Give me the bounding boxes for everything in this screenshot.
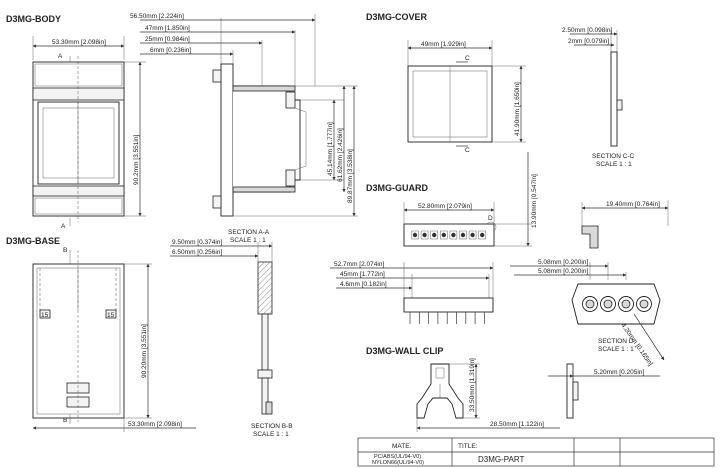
section-cc-caption: SECTION C-C — [592, 153, 635, 160]
wallclip-title: D3MG-WALL CLIP — [366, 346, 443, 356]
cover-front-view: 49mm [1.929in] C C 41.90mm [1.650in] — [407, 40, 526, 154]
guard-terminal-hole — [470, 232, 475, 238]
title-value: D3MG-PART — [478, 455, 524, 464]
base-num-right: 15 — [107, 312, 115, 319]
guard-terminal-slot — [468, 230, 477, 240]
section-bb-scale: SCALE 1 : 1 — [253, 431, 289, 438]
side-4514-dim: 45.14mm [1.777in] — [327, 122, 334, 176]
section-d-scale: SCALE 1 : 1 — [598, 346, 634, 353]
base-9020-dim: 90.20mm [3.551in] — [141, 324, 148, 378]
side-565-dim: 56.50mm [2.224in] — [130, 13, 184, 20]
cover-2-dim: 2mm [0.079in] — [568, 38, 609, 45]
base-title: D3MG-BASE — [6, 236, 60, 246]
guard-terminal-hole — [422, 232, 427, 238]
guard-527-dim: 52.7mm [2.074in] — [334, 261, 384, 268]
guard-terminal-slot — [420, 230, 429, 240]
section-bb-caption: SECTION B-B — [251, 423, 293, 430]
clip-520-dim: 5.20mm [0.205in] — [594, 369, 644, 376]
base-950-dim: 9.50mm [0.374in] — [172, 239, 222, 246]
guard-terminal-slot — [411, 230, 419, 240]
guard-terminal-hole — [412, 232, 418, 238]
guard-section-d: 5.08mm [0.200in] 5.08mm [0.200in] 4.20mm… — [510, 259, 665, 367]
section-d-hole-inner — [585, 299, 595, 309]
mate-line-2: NYLON66(UL/94-V0) — [372, 460, 424, 466]
section-b-bottom-label: B — [63, 417, 67, 424]
guard-508b-dim: 5.08mm [0.200in] — [538, 268, 588, 275]
clip-2850-dim: 28.50mm [1.122in] — [490, 421, 544, 428]
base-front-view: B 15 15 B 90.20mm [3.551in] 53.30mm [2.0… — [32, 247, 196, 432]
body-height-dim: 90.2mm [3.551in] — [133, 135, 140, 185]
side-6-dim: 6mm [0.236in] — [150, 47, 191, 54]
guard-5280-dim: 52.80mm [2.079in] — [418, 203, 472, 210]
guard-terminal-hole — [451, 232, 456, 238]
body-width-dim: 53.30mm [2.098in] — [52, 39, 106, 46]
cover-4190-dim: 41.90mm [1.650in] — [514, 82, 521, 136]
guard-terminal-slot — [478, 230, 486, 240]
guard-508a-dim: 5.08mm [0.200in] — [538, 259, 588, 266]
title-label: TITLE: — [458, 443, 478, 450]
cover-title: D3MG-COVER — [366, 12, 428, 22]
base-5330-dim: 53.30mm [2.098in] — [128, 421, 182, 428]
clip-3350-dim: 33.50mm [1.319in] — [469, 358, 476, 412]
section-d-caption: SECTION D — [598, 338, 634, 345]
guard-terminal-hole — [432, 232, 437, 238]
guard-46-dim: 4.6mm [0.182in] — [340, 281, 387, 288]
guard-1390-dim: 13.90mm [0.547in] — [531, 174, 538, 228]
section-d-hole-inner — [621, 299, 631, 309]
base-num-left: 15 — [41, 312, 49, 319]
guard-side-detail: 19.40mm [0.764in] — [581, 200, 669, 249]
body-title: D3MG-BODY — [6, 14, 61, 24]
guard-terminal-slot — [430, 230, 438, 240]
base-section-bb: 9.50mm [0.374in] 6.50mm [0.256in] SECTIO… — [170, 239, 293, 438]
side-8987-dim: 89.87mm [3.538in] — [347, 149, 354, 203]
cover-section-cc: 2.50mm [0.098in] 2mm [0.079in] SECTION C… — [562, 27, 635, 168]
guard-terminal-slot — [459, 230, 467, 240]
section-a-top-label: A — [58, 53, 63, 60]
section-d-hole-inner — [603, 299, 613, 309]
guard-45-dim: 45mm [1.772in] — [340, 271, 385, 278]
section-c-bottom-label: C — [465, 147, 470, 154]
section-b-top-label: B — [63, 247, 67, 254]
guard-terminal-hole — [480, 232, 485, 238]
cover-250-dim: 2.50mm [0.098in] — [562, 27, 612, 34]
guard-terminal-slot — [449, 230, 458, 240]
section-d-mark: D — [488, 215, 493, 222]
side-25-dim: 25mm [0.984in] — [145, 36, 190, 43]
section-d-hole-inner — [639, 299, 649, 309]
guard-1940-dim: 19.40mm [0.764in] — [606, 201, 660, 208]
guard-title: D3MG-GUARD — [366, 183, 428, 193]
wallclip-front-view: 33.50mm [1.319in] 28.50mm [1.122in] — [416, 358, 560, 432]
section-a-bottom-label: A — [61, 223, 66, 230]
base-650-dim: 6.50mm [0.256in] — [172, 249, 222, 256]
section-c-top-label: C — [465, 55, 470, 62]
side-47-dim: 47mm [1.850in] — [145, 25, 190, 32]
cover-49-dim: 49mm [1.929in] — [421, 41, 466, 48]
mate-label: MATE. — [392, 443, 412, 450]
title-block: MATE. PC/ABS(UL/94-V0) NYLON66(UL/94-V0)… — [357, 437, 715, 467]
section-aa-caption: SECTION A-A — [228, 229, 270, 236]
body-front-view: 53.30mm [2.098in] A 90.2mm [3.551in] A — [32, 36, 146, 230]
section-aa-scale: SCALE 1 : 1 — [230, 237, 266, 244]
guard-top-view: 52.80mm [2.079in] D 13.90mm [0.547in] — [403, 152, 538, 247]
side-6162-dim: 61.62mm [2.426in] — [337, 128, 344, 182]
section-cc-scale: SCALE 1 : 1 — [596, 161, 632, 168]
guard-front-view: 52.7mm [2.074in] 45mm [1.772in] 4.6mm [0… — [330, 261, 494, 324]
guard-terminal-hole — [460, 232, 466, 238]
guard-terminal-slot — [440, 230, 448, 240]
guard-terminal-hole — [441, 232, 446, 238]
mate-line-1: PC/ABS(UL/94-V0) — [374, 454, 421, 460]
body-side-section: 56.50mm [2.224in] 47mm [1.850in] 25mm [0… — [130, 13, 358, 244]
wallclip-side-view: 5.20mm [0.205in] — [548, 363, 660, 419]
